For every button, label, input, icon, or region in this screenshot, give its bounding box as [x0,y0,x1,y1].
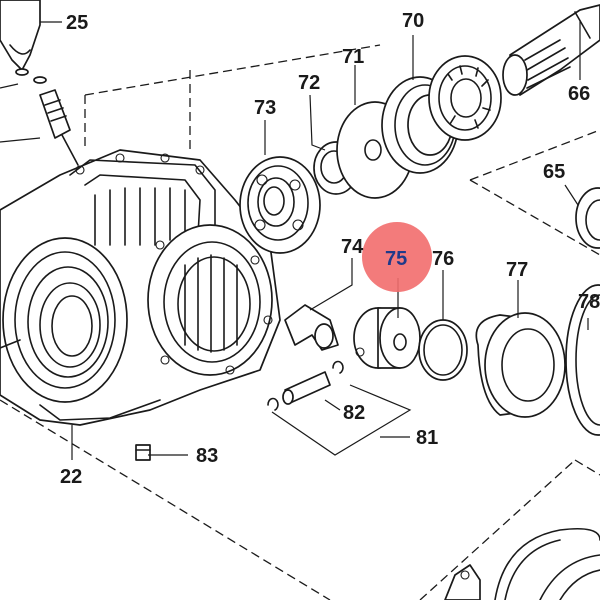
leader-lines [40,20,589,460]
label-part-22[interactable]: 22 [60,466,82,488]
label-part-75[interactable]: 75 [385,248,407,270]
label-part-83[interactable]: 83 [196,445,218,467]
bottom-right-parts [444,527,600,600]
part-78-ring [565,284,600,436]
highlight-marker [362,222,432,292]
part-83-plug [135,444,151,461]
label-part-65[interactable]: 65 [543,161,565,183]
label-part-25[interactable]: 25 [66,12,88,34]
part-73-bearing [239,156,321,254]
label-part-76[interactable]: 76 [432,248,454,270]
part-66-shaft [502,4,600,96]
breather-valve [39,89,79,166]
label-part-66[interactable]: 66 [568,83,590,105]
part-74-fork [284,304,339,351]
part-22-housing [0,149,281,426]
part-25-fitting [0,0,47,84]
part-77-cap [475,312,566,418]
label-part-74[interactable]: 74 [341,236,364,258]
label-part-71[interactable]: 71 [342,46,364,68]
label-part-72[interactable]: 72 [298,72,320,94]
label-part-70[interactable]: 70 [402,10,424,32]
part-82-pin [267,360,344,411]
label-part-82[interactable]: 82 [343,402,365,424]
label-part-81[interactable]: 81 [416,427,438,449]
label-part-78[interactable]: 78 [578,291,600,313]
assembly-guide-lines [0,44,600,600]
part-labels: 25 66 65 70 71 72 73 74 75 76 77 78 81 8… [60,10,600,488]
part-76-o-ring [418,319,468,381]
label-part-73[interactable]: 73 [254,97,276,119]
part-75-piston [353,307,421,369]
label-part-77[interactable]: 77 [506,259,528,281]
part-65-bearing [575,187,600,249]
part-69-tapered-bearing [428,55,502,141]
